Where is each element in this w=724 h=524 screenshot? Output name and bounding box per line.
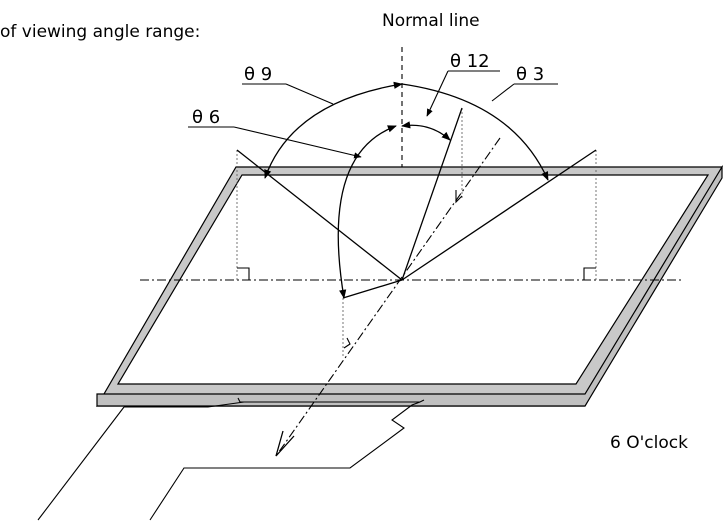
view-line-top xyxy=(401,107,463,281)
theta-6-label: θ 6 xyxy=(192,107,220,128)
theta-6-arc xyxy=(337,125,397,299)
six-oclock-label: 6 O'clock xyxy=(610,433,688,453)
cable-top-edge xyxy=(237,397,425,403)
theta-9-arc xyxy=(264,81,403,179)
panel-edge xyxy=(96,164,723,407)
cable-left-edge xyxy=(37,406,125,521)
view-line-right xyxy=(401,149,597,281)
theta-12-arc xyxy=(401,121,451,141)
theta-9-label: θ 9 xyxy=(244,64,272,85)
cable-left-upper xyxy=(124,401,245,408)
right-angle-bottom xyxy=(343,337,351,349)
right-angle-right xyxy=(583,267,596,280)
theta-12-leader xyxy=(426,70,449,117)
theta-3-leader xyxy=(491,83,515,102)
right-angle-top xyxy=(455,190,463,204)
theta-12-label: θ 12 xyxy=(450,51,490,72)
cable-right-edge xyxy=(149,401,421,521)
normal-line-label: Normal line xyxy=(382,11,480,31)
diagram-title-fragment: of viewing angle range: xyxy=(0,22,200,42)
six-oclock-arrowhead xyxy=(275,430,295,457)
theta-3-label: θ 3 xyxy=(516,64,544,85)
theta-3-arc xyxy=(401,83,549,181)
right-angle-left xyxy=(237,267,250,280)
theta-9-leader xyxy=(285,83,334,105)
theta-6-leader xyxy=(233,126,362,159)
